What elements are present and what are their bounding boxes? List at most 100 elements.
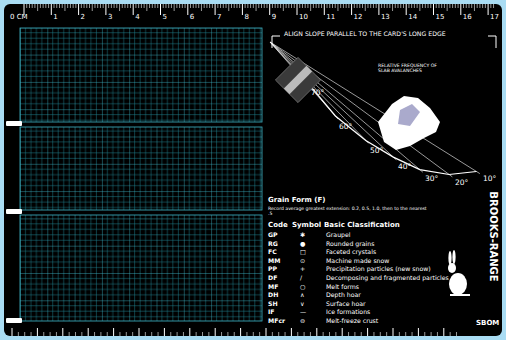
tick-line — [299, 4, 300, 8]
tick-line — [228, 4, 229, 11]
tick-line — [171, 4, 172, 8]
tick-line — [100, 332, 101, 336]
tick-line — [253, 332, 254, 336]
tick-line — [316, 328, 317, 336]
tick-line — [240, 328, 241, 336]
tick-line — [266, 328, 267, 336]
table-cell: ○ — [300, 284, 305, 291]
tick-line — [111, 4, 112, 8]
table-cell: Depth hoar — [326, 292, 361, 299]
tick-line — [458, 4, 459, 8]
card-text: Code — [268, 222, 288, 230]
tick-line — [376, 4, 377, 8]
tick-line — [62, 328, 63, 336]
tick-line — [201, 4, 202, 11]
tick-line — [37, 328, 38, 336]
tick-line — [335, 4, 336, 8]
tick-line — [18, 332, 19, 336]
tick-line — [259, 332, 260, 336]
tick-line — [302, 4, 303, 8]
ruler-number: 3 — [108, 14, 112, 22]
ruler-number: 6 — [190, 14, 194, 22]
tick-line — [81, 4, 82, 8]
tick-line — [226, 4, 227, 8]
tick-line — [412, 332, 413, 336]
tick-line — [43, 4, 44, 8]
tick-line — [12, 328, 13, 336]
tick-line — [100, 4, 101, 8]
tick-line — [215, 4, 216, 15]
tick-line — [438, 4, 439, 8]
edge-tabs — [6, 121, 22, 323]
tick-line — [89, 4, 90, 8]
tick-line — [253, 4, 254, 8]
tick-line — [146, 4, 147, 11]
tick-line — [45, 4, 46, 8]
tick-line — [456, 332, 457, 336]
tick-line — [384, 4, 385, 8]
tick-line — [130, 4, 131, 8]
tick-line — [433, 4, 434, 15]
tick-line — [103, 4, 104, 8]
tick-line — [198, 4, 199, 8]
tick-line — [261, 4, 262, 8]
tick-line — [468, 4, 469, 8]
tick-line — [177, 332, 178, 336]
tick-line — [477, 4, 478, 8]
tick-line — [436, 4, 437, 8]
tick-line — [275, 4, 276, 8]
tick-line — [125, 4, 126, 8]
tick-line — [43, 332, 44, 336]
tick-line — [414, 4, 415, 8]
tick-line — [215, 328, 216, 336]
grid-band — [20, 215, 262, 321]
tick-line — [270, 42, 452, 177]
tick-line — [367, 4, 368, 8]
tick-line — [310, 4, 311, 11]
tick-line — [94, 332, 95, 336]
frequency-peak — [398, 104, 420, 126]
tick-line — [419, 4, 420, 11]
ruler-number: 11 — [326, 14, 335, 22]
tick-line — [264, 4, 265, 8]
card-text: Record average greatest extension: 0.2, … — [268, 206, 428, 216]
tick-line — [422, 4, 423, 8]
tick-line — [463, 4, 464, 8]
tick-line — [270, 42, 396, 160]
tick-line — [291, 4, 292, 8]
tick-line — [418, 328, 419, 336]
tick-line — [346, 4, 347, 8]
tick-line — [277, 4, 278, 8]
tick-line — [270, 42, 480, 174]
tick-line — [449, 4, 450, 8]
tick-line — [122, 4, 123, 8]
tick-line — [313, 4, 314, 8]
table-cell: RG — [268, 241, 278, 248]
table-cell: ✱ — [300, 232, 305, 239]
tick-line — [256, 4, 257, 11]
slope-degree: 20° — [455, 179, 468, 187]
tick-line — [485, 4, 486, 8]
tick-line — [278, 332, 279, 336]
tick-line — [73, 4, 74, 8]
tick-line — [195, 4, 196, 8]
tick-line — [217, 4, 218, 8]
tick-line — [132, 332, 133, 336]
tick-line — [234, 4, 235, 8]
tick-line — [357, 4, 358, 8]
slope-degree: 10° — [483, 175, 496, 183]
tick-line — [460, 4, 461, 15]
tick-line — [189, 328, 190, 336]
tick-line — [34, 4, 35, 8]
tick-line — [307, 4, 308, 8]
tick-line — [329, 332, 330, 336]
tick-line — [221, 332, 222, 336]
tick-line — [190, 4, 191, 8]
tick-line — [133, 4, 134, 15]
tick-line — [94, 4, 95, 8]
tick-line — [145, 332, 146, 336]
tick-line — [32, 4, 33, 8]
tick-line — [430, 4, 431, 8]
tick-line — [466, 4, 467, 8]
tick-line — [168, 4, 169, 8]
